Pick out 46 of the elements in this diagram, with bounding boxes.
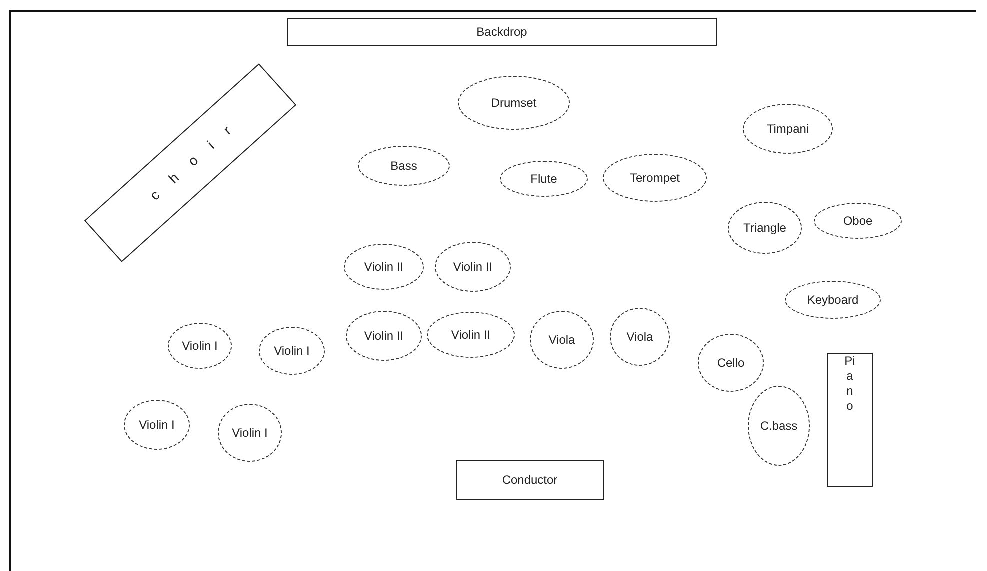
- instrument-ellipse: [435, 242, 511, 292]
- instrument-ellipse: [458, 76, 570, 130]
- instrument-label: Drumset: [491, 96, 537, 110]
- label-box: [287, 18, 717, 46]
- instrument-ellipse: [124, 400, 190, 450]
- instrument-ellipse: [610, 308, 670, 366]
- instrument-label: Timpani: [766, 122, 810, 136]
- label-box: [456, 460, 604, 500]
- instrument-ellipse: [748, 386, 810, 466]
- instrument-label: Oboe: [843, 214, 873, 228]
- instrument-ellipse: [344, 244, 424, 290]
- instrument-ellipse: [259, 327, 325, 375]
- instrument-label: Violin I: [182, 339, 218, 353]
- instrument-label: Violin I: [232, 426, 268, 440]
- instrument-label: Bass: [390, 159, 418, 173]
- instrument-label: Viola: [626, 330, 654, 344]
- instrument-label: C.bass: [760, 419, 798, 433]
- instrument-label: Violin II: [453, 260, 493, 274]
- instrument-ellipse: [358, 146, 450, 186]
- instrument-label: Terompet: [630, 171, 680, 185]
- instrument-label: Viola: [548, 333, 576, 347]
- instrument-ellipse: [427, 312, 515, 358]
- instrument-ellipse: [814, 203, 902, 239]
- instrument-ellipse: [698, 334, 764, 392]
- instrument-ellipse: [743, 104, 833, 154]
- instrument-label: Violin I: [139, 418, 175, 432]
- instrument-ellipse: [785, 281, 881, 319]
- instrument-ellipse: [603, 154, 707, 202]
- instrument-ellipse: [168, 323, 232, 369]
- piano-box: [827, 353, 873, 487]
- instrument-label: Triangle: [744, 221, 786, 235]
- instrument-ellipse: [500, 161, 588, 197]
- instrument-label: Violin II: [364, 260, 404, 274]
- instrument-ellipse: [728, 202, 802, 254]
- instrument-label: Violin II: [364, 329, 404, 343]
- instrument-label: Backdrop: [476, 25, 528, 39]
- instrument-label: Cello: [717, 356, 745, 370]
- instrument-label: Violin II: [451, 328, 491, 342]
- instrument-label: Flute: [530, 172, 558, 186]
- instrument-label: Violin I: [274, 344, 310, 358]
- instrument-ellipse: [530, 311, 594, 369]
- instrument-label: Keyboard: [807, 293, 859, 307]
- instrument-ellipse: [218, 404, 282, 462]
- section-label: Piano: [844, 354, 856, 414]
- instrument-ellipse: [346, 311, 422, 361]
- instrument-label: Conductor: [502, 473, 558, 487]
